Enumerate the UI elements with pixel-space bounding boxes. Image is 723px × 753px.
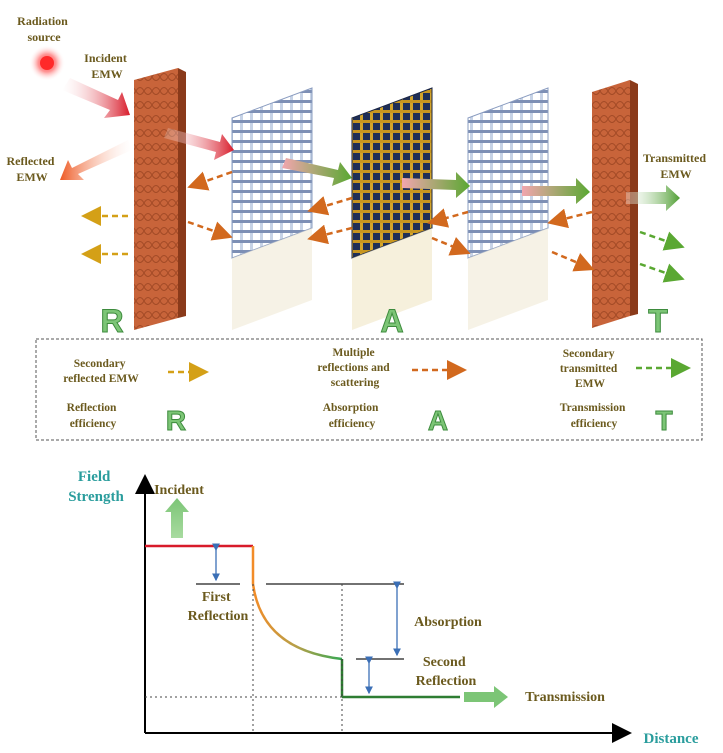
legend-transmission-eff-line-2: efficiency [571, 418, 618, 430]
legend-secondary-reflected-line-1: Secondary [74, 358, 126, 370]
letter-t: T [648, 303, 668, 339]
legend-secondary-transmitted-line-3: EMW [575, 378, 606, 390]
legend-multiple: Multiple reflections and scattering [317, 347, 392, 389]
reflected-emw-line-1: Reflected [7, 154, 55, 168]
legend-absorption-eff-line-1: Absorption [323, 402, 379, 414]
x-axis-label: Distance [644, 731, 699, 747]
radiation-source-line-2: source [27, 30, 61, 44]
incident-up-arrow [165, 498, 189, 538]
y-axis-label-line-1: Field [78, 469, 111, 485]
first-reflection-line-2: Reflection [188, 609, 249, 624]
secondary-transmitted-arrow-1 [639, 230, 685, 251]
legend-secondary-reflected-line-2: reflected EMW [63, 373, 139, 385]
legend-secondary-transmitted-line-2: transmitted [560, 363, 618, 375]
scatter-arrow-6 [431, 236, 471, 256]
transmitted-emw-line-1: Transmitted [643, 151, 706, 165]
legend-reflection-eff: Reflection efficiency [67, 402, 120, 430]
legend-secondary-reflected: Secondary reflected EMW [63, 358, 139, 385]
reflected-arrow [60, 140, 132, 180]
incident-emw-label: Incident EMW [84, 51, 130, 81]
second-reflection-line-2: Reflection [416, 674, 477, 689]
incident-label: Incident [154, 483, 204, 498]
legend-multiple-line-3: scattering [331, 377, 380, 389]
legend-secondary-transmitted: Secondary transmitted EMW [560, 348, 620, 390]
absorption-curve [251, 583, 343, 661]
first-reflection-line-1: First [202, 590, 231, 605]
legend-secondary-transmitted-line-1: Secondary [563, 348, 615, 360]
incident-emw-line-1: Incident [84, 51, 127, 65]
reflected-emw-label: Reflected EMW [7, 154, 58, 184]
radiation-source-label: Radiation source [17, 14, 71, 44]
legend-absorption-eff: Absorption efficiency [323, 402, 381, 430]
transmission-arrow [464, 686, 508, 708]
scatter-arrow-4 [307, 224, 353, 245]
scatter-arrow-3 [307, 196, 353, 216]
legend-multiple-line-1: Multiple [332, 347, 374, 359]
y-axis-label: Field Strength [68, 469, 124, 505]
secondary-transmitted-arrow-2 [639, 262, 685, 283]
absorption-label: Absorption [414, 615, 482, 630]
scatter-arrow-2 [187, 220, 233, 241]
transmitted-emw-label: Transmitted EMW [643, 151, 709, 181]
left-shield-wall [134, 68, 178, 330]
scatter-arrow-1 [187, 170, 233, 191]
forward-arrow-3 [402, 172, 470, 198]
legend-letter-r: R [166, 405, 186, 436]
second-reflection-label: Second Reflection [416, 655, 477, 689]
radiation-source-dot [40, 56, 54, 70]
transmitted-arrow [626, 185, 680, 211]
legend-reflection-eff-line-2: efficiency [70, 418, 117, 430]
transmission-label: Transmission [525, 690, 605, 705]
scatter-arrow-5 [427, 208, 469, 228]
letter-a: A [380, 303, 403, 339]
forward-arrow-2 [282, 158, 352, 186]
transmitted-emw-line-2: EMW [660, 167, 691, 181]
legend-transmission-eff: Transmission efficiency [560, 402, 628, 430]
legend-reflection-eff-line-1: Reflection [67, 402, 117, 414]
absorbing-panel-reflection [352, 228, 432, 330]
legend-letter-a: A [428, 405, 448, 436]
legend-letter-t: T [655, 405, 672, 436]
reflected-emw-line-2: EMW [16, 170, 47, 184]
left-shield-wall-side [178, 68, 186, 318]
y-axis-label-line-2: Strength [68, 489, 124, 505]
letter-r: R [100, 303, 123, 339]
legend-box [35, 338, 703, 441]
scatter-arrow-7 [547, 208, 593, 229]
second-reflection-line-1: Second [423, 655, 466, 670]
scatter-arrow-8 [551, 250, 595, 272]
incident-emw-line-2: EMW [91, 67, 122, 81]
first-reflection-label: First Reflection [188, 590, 249, 624]
forward-arrow-4 [522, 178, 590, 204]
legend-transmission-eff-line-1: Transmission [560, 402, 626, 414]
radiation-source-line-1: Radiation [17, 14, 68, 28]
legend-multiple-line-2: reflections and [317, 362, 390, 374]
forward-arrow-1 [164, 128, 234, 160]
mesh-panel-1-reflection [232, 228, 312, 330]
right-shield-wall [592, 80, 630, 328]
mesh-panel-2-reflection [468, 228, 548, 330]
legend-absorption-eff-line-2: efficiency [329, 418, 376, 430]
incident-arrow [62, 78, 130, 118]
